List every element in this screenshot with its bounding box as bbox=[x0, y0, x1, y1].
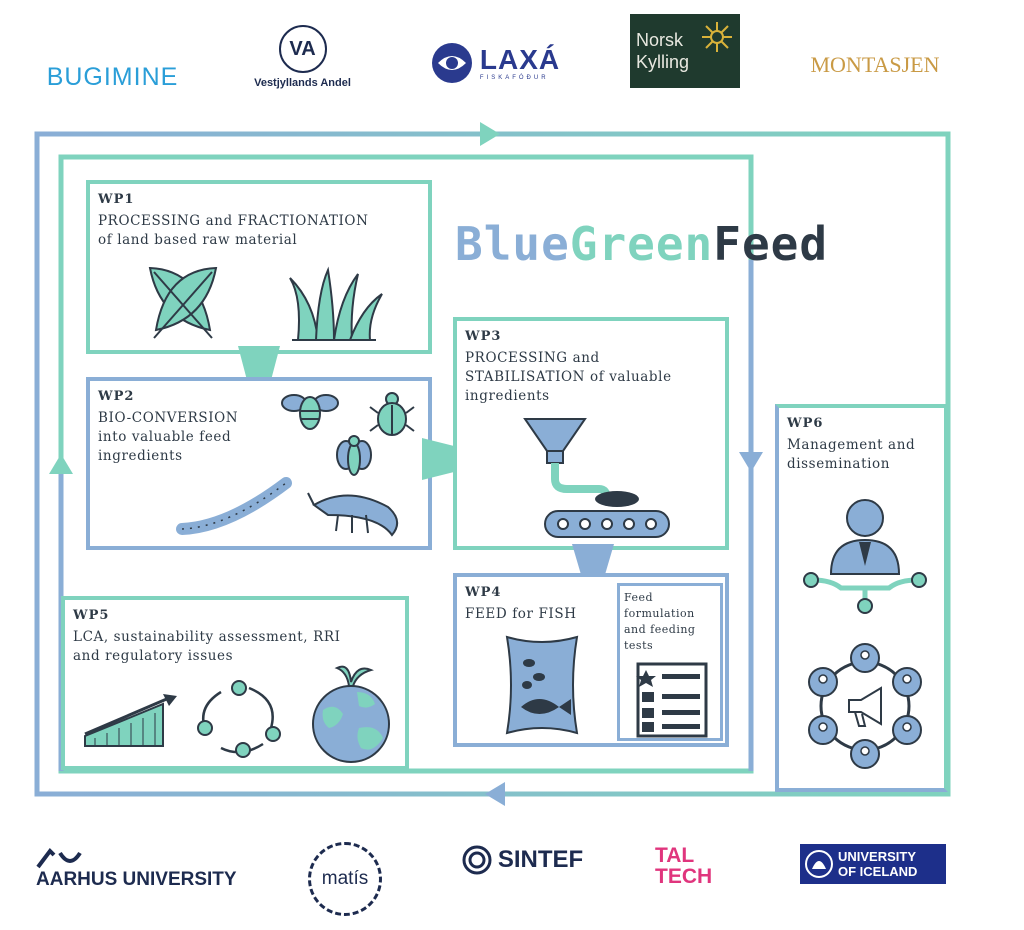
wp6-line1: Management and bbox=[787, 437, 916, 453]
taltech-text-2: TECH bbox=[655, 865, 713, 888]
logo-sintef: SINTEF bbox=[450, 842, 595, 878]
wp3-box: WP3 PROCESSING and STABILISATION of valu… bbox=[453, 317, 729, 550]
wp1-line2: of land based raw material bbox=[98, 232, 298, 248]
wp4-title: WP4 bbox=[465, 585, 502, 600]
leaves-icon bbox=[148, 266, 218, 339]
wp1-box: WP1 PROCESSING and FRACTIONATION of land… bbox=[86, 180, 432, 354]
processing-machine-icon bbox=[523, 418, 670, 538]
va-mark-icon: VA bbox=[278, 25, 327, 73]
norsk-text: Norsk bbox=[636, 30, 684, 50]
wp4-box: WP4 FEED for FISH Feed formulation and f… bbox=[453, 573, 729, 747]
arrow-right-icon bbox=[480, 122, 500, 146]
aarhus-text: AARHUS UNIVERSITY bbox=[36, 869, 237, 890]
kylling-text: Kylling bbox=[636, 52, 690, 72]
vestjyllands-text: Vestjyllands Andel bbox=[254, 77, 351, 89]
millipede-icon bbox=[176, 477, 292, 535]
manager-network-icon bbox=[803, 499, 927, 614]
logo-university-of-iceland: UNIVERSITY OF ICELAND bbox=[800, 844, 946, 884]
iceland-text-1: UNIVERSITY bbox=[838, 849, 917, 864]
feed-bag-icon bbox=[505, 635, 579, 735]
logo-taltech: TAL TECH bbox=[655, 842, 735, 890]
project-title: BlueGreenFeed bbox=[455, 218, 828, 270]
wp2-line1: BIO-CONVERSION bbox=[98, 410, 239, 426]
bugimine-text: BUGIMINE bbox=[46, 62, 179, 91]
wp5-line2: and regulatory issues bbox=[73, 648, 234, 664]
wp1-title: WP1 bbox=[98, 192, 135, 207]
wp5-line1: LCA, sustainability assessment, RRI bbox=[73, 629, 341, 645]
va-mark-text: VA bbox=[289, 37, 316, 60]
matis-text: matís bbox=[321, 868, 369, 889]
taltech-text-1: TAL bbox=[655, 844, 695, 867]
wp6-box: WP6 Management and dissemination bbox=[775, 404, 948, 792]
arrow-wp1-wp2-icon bbox=[238, 346, 280, 384]
wp3-line2: STABILISATION of valuable bbox=[465, 369, 672, 385]
megaphone-icon bbox=[848, 686, 882, 727]
logo-aarhus-university: AARHUS UNIVERSITY bbox=[36, 844, 250, 896]
arrow-up-icon bbox=[49, 454, 73, 474]
laxa-sub-text: FISKAFÓÐUR bbox=[479, 75, 549, 81]
star-emblem-icon bbox=[702, 22, 732, 52]
wp3-line3: ingredients bbox=[465, 388, 550, 404]
logo-bugimine: BUGIMINE bbox=[40, 60, 185, 94]
wp3-title: WP3 bbox=[465, 329, 502, 344]
wp4-line1: FEED for FISH bbox=[465, 606, 577, 622]
cycle-icon bbox=[197, 680, 281, 758]
logo-laxa: LAXÁ FISKAFÓÐUR bbox=[425, 38, 565, 88]
wp4-sub4: tests bbox=[624, 639, 654, 652]
wp2-title: WP2 bbox=[98, 389, 135, 404]
laxa-text: LAXÁ bbox=[479, 44, 561, 75]
aarhus-mark-icon bbox=[36, 847, 82, 869]
bee-icon bbox=[281, 394, 339, 430]
wp3-line1: PROCESSING and bbox=[465, 350, 600, 366]
growth-chart-icon bbox=[84, 694, 177, 747]
wp4-sub3: and feeding bbox=[624, 623, 696, 636]
grass-icon bbox=[289, 266, 383, 341]
sintef-mark-icon bbox=[462, 845, 492, 875]
wp4-sub2: formulation bbox=[624, 607, 695, 620]
fly-icon bbox=[336, 435, 372, 476]
title-feed: Feed bbox=[713, 217, 829, 271]
arrow-wp2-wp3-icon bbox=[422, 438, 462, 480]
iceland-crest-icon bbox=[805, 850, 833, 878]
logo-montasjen: MONTASJEN bbox=[800, 40, 950, 90]
iceland-text-2: OF ICELAND bbox=[838, 864, 918, 879]
wp5-title: WP5 bbox=[73, 608, 110, 623]
arrow-down-icon bbox=[739, 452, 763, 472]
checklist-icon bbox=[636, 662, 708, 738]
sintef-text: SINTEF bbox=[497, 846, 584, 873]
wp1-line1: PROCESSING and FRACTIONATION bbox=[98, 213, 369, 229]
wp2-line3: ingredients bbox=[98, 448, 183, 464]
arrow-wp3-wp4-icon bbox=[572, 544, 614, 578]
logo-vestjyllands-andel: VA Vestjyllands Andel bbox=[240, 24, 365, 90]
wp5-box: WP5 LCA, sustainability assessment, RRI … bbox=[61, 596, 409, 770]
laxa-emblem-icon bbox=[431, 43, 472, 83]
montasjen-text: MONTASJEN bbox=[810, 52, 940, 77]
wp4-subbox: Feed formulation and feeding tests bbox=[617, 583, 723, 741]
logo-matis: matís bbox=[308, 842, 382, 916]
dissemination-network-icon bbox=[808, 643, 922, 769]
wp2-box: WP2 BIO-CONVERSION into valuable feed in… bbox=[86, 377, 432, 550]
logo-norsk-kylling: Norsk Kylling bbox=[630, 14, 740, 88]
shrimp-icon bbox=[307, 492, 399, 537]
globe-plant-icon bbox=[312, 665, 390, 763]
title-green: Green bbox=[569, 217, 714, 271]
wp6-line2: dissemination bbox=[787, 456, 891, 472]
wp2-line2: into valuable feed bbox=[98, 429, 232, 445]
beetle-icon bbox=[369, 392, 415, 436]
wp4-sub1: Feed bbox=[624, 591, 654, 604]
arrow-left-icon bbox=[485, 782, 505, 806]
wp6-title: WP6 bbox=[787, 416, 824, 431]
title-blue: Blue bbox=[455, 217, 570, 271]
